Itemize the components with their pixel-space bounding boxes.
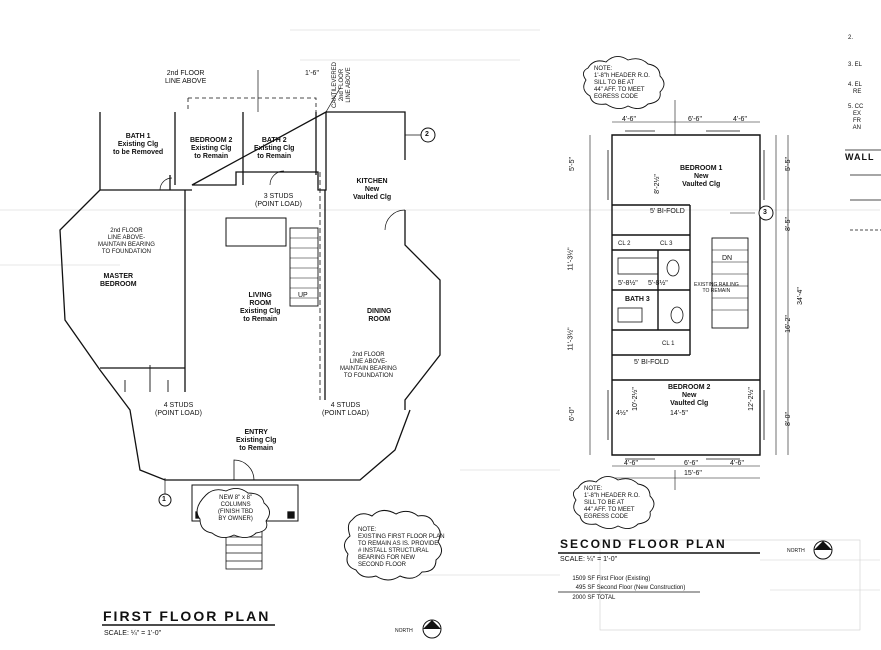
- sf-dim-right-3: 16'-2": [784, 315, 792, 333]
- sf-stair-dn: DN: [722, 255, 733, 262]
- margin-item: 4. EL RE: [848, 82, 863, 95]
- sf-dim-bot-right: 4'-6": [730, 460, 744, 467]
- sf-existing-railing: EXISTING RAILING TO REMAIN: [694, 282, 739, 294]
- ff-stair-up: UP: [298, 292, 308, 299]
- sf-dim-right-total: 34'-4": [796, 287, 804, 305]
- ff-room-living: LIVING ROOM Existing Clg to Remain: [240, 292, 281, 323]
- sf-outer-wall: [611, 134, 761, 456]
- sf-dim-bot-total: 15'-6": [684, 470, 702, 477]
- ff-column-note: NEW 8" x 8" COLUMNS (FINISH TBD BY OWNER…: [218, 495, 254, 522]
- ff-callout-2: 2: [425, 131, 429, 138]
- ff-room-dining: DINING ROOM: [367, 308, 392, 323]
- sf-room-bedroom2: BEDROOM 2 New Vaulted Clg: [668, 384, 711, 407]
- sf-dim-8-2: 8'-2½": [653, 174, 661, 194]
- second-floor-plan: [589, 100, 789, 490]
- sf-north-arrow: [813, 540, 833, 560]
- ff-octagon-left: [59, 189, 240, 481]
- ff-stair: [289, 227, 319, 307]
- ff-room-bath2: BATH 2 Existing Clg to Remain: [254, 137, 295, 160]
- sf-room-bath3: BATH 3: [625, 296, 650, 303]
- ff-note-cloud: [344, 510, 442, 581]
- ff-room-bedroom2: BEDROOM 2 Existing Clg to Remain: [190, 137, 233, 160]
- sf-north-label: NORTH: [787, 548, 805, 554]
- sf-dim-bot-left: 4'-6": [624, 460, 638, 467]
- sf-dim-right-1: 5'-5": [784, 157, 792, 171]
- sf-summary-desc: Second Floor (New Construction): [596, 585, 686, 591]
- ff-kitchen-wall: [326, 111, 441, 410]
- ff-dim-top: 1'-6": [305, 70, 319, 77]
- sf-summary-area: 495 SF: [575, 585, 595, 591]
- sf-cl3: CL 3: [660, 241, 673, 247]
- sf-dim-left-2: 11'-3½": [567, 247, 575, 271]
- sf-room-bedroom1: BEDROOM 1 New Vaulted Clg: [680, 165, 723, 188]
- ff-studs-top: 3 STUDS (POINT LOAD): [255, 193, 302, 208]
- background-linework: [0, 29, 880, 631]
- sf-dim-bot-mid: 6'-6": [684, 460, 698, 467]
- ff-callout-1-circle: [158, 493, 172, 507]
- sf-note-bottom-cloud: [573, 476, 655, 529]
- sf-summary-row: 2000 SF TOTAL: [565, 595, 615, 601]
- ff-cantilevered-label: CANTILEVERED 2nd FLOOR LINE ABOVE: [332, 61, 352, 108]
- sf-dim-top-right: 4'-6": [733, 116, 747, 123]
- sf-dim-left-1: 5'-5": [568, 157, 576, 171]
- margin-item: 5. CC EX FR AN: [848, 104, 864, 131]
- sf-dim-12: 12'-2½": [747, 387, 755, 411]
- sf-note-top-cloud: [583, 56, 665, 109]
- ff-north-arrow: [422, 619, 442, 639]
- ff-line-above-label: 2nd FLOOR LINE ABOVE: [165, 70, 207, 85]
- ff-scale: SCALE: ¼" = 1'-0": [104, 630, 162, 637]
- sf-bifold-top: 5' BI-FOLD: [650, 208, 685, 215]
- sf-note-bottom: NOTE: 1'-8"h HEADER R.O. SILL TO BE AT 4…: [584, 486, 640, 520]
- ff-room-kitchen: KITCHEN New Vaulted Clg: [353, 178, 392, 201]
- sf-dim-left-3: 11'-3½": [567, 327, 575, 351]
- sf-dim-br2-w: 14'-5": [670, 410, 688, 417]
- ff-callout-1: 1: [162, 496, 166, 503]
- sf-note-top: NOTE: 1'-8"h HEADER R.O. SILL TO BE AT 4…: [594, 66, 650, 100]
- sf-cl2: CL 2: [618, 241, 631, 247]
- sf-bifold-bot: 5' BI-FOLD: [634, 359, 669, 366]
- sf-summary-desc: TOTAL: [596, 595, 616, 601]
- ff-studs-left: 4 STUDS (POINT LOAD): [155, 402, 202, 417]
- sf-cl1: CL 1: [662, 341, 675, 347]
- ff-callout-2-circle: [420, 127, 436, 143]
- sf-callout-3-circle: [758, 205, 774, 221]
- sf-dim-10-2: 10'-2½": [631, 387, 639, 411]
- ff-note: NOTE: EXISTING FIRST FLOOR PLAN TO REMAI…: [358, 527, 445, 568]
- ff-octagon-bottom: [240, 409, 411, 481]
- sf-scale: SCALE: ¼" = 1'-0": [560, 556, 618, 563]
- ff-room-entry: ENTRY Existing Clg to Remain: [236, 429, 277, 452]
- sf-callout-3: 3: [763, 209, 767, 216]
- ff-upper-wall: [99, 110, 327, 191]
- sf-summary-area: 2000 SF: [572, 595, 595, 601]
- margin-item: 3. EL: [848, 62, 863, 68]
- ff-title: FIRST FLOOR PLAN: [103, 608, 271, 624]
- sf-title: SECOND FLOOR PLAN: [560, 537, 727, 551]
- ff-room-bath1: BATH 1 Existing Clg to be Removed: [113, 133, 164, 156]
- sf-summary-desc: First Floor (Existing): [596, 576, 651, 582]
- ff-column-cloud: [196, 488, 270, 538]
- ff-bearing-right: 2nd FLOOR LINE ABOVE- MAINTAIN BEARING T…: [340, 352, 397, 379]
- sf-dim-br1-w: 4½": [616, 410, 629, 417]
- sf-dim-left-4: 6'-0": [568, 407, 576, 421]
- sf-stair: [711, 237, 749, 329]
- sf-summary-area: 1509 SF: [572, 576, 595, 582]
- margin-wall-heading: WALL: [845, 152, 875, 162]
- ff-room-master: MASTER BEDROOM: [100, 273, 137, 288]
- margin-item: 2.: [848, 35, 854, 41]
- sf-summary-row: 495 SF Second Floor (New Construction): [565, 585, 686, 591]
- ff-north-label: NORTH: [395, 628, 413, 634]
- sf-dim-right-2: 8'-5": [784, 217, 792, 231]
- sf-dim-top-mid: 6'-6": [688, 116, 702, 123]
- sf-dim-right-4: 8'-0": [784, 412, 792, 426]
- sf-summary-row: 1509 SF First Floor (Existing): [565, 576, 650, 582]
- ff-dashed-line-above: [187, 97, 317, 112]
- ff-bearing-left: 2nd FLOOR LINE ABOVE- MAINTAIN BEARING T…: [98, 228, 155, 255]
- sf-dim-top-left: 4'-6": [622, 116, 636, 123]
- sf-dim-5-8b: 5'-8½": [648, 280, 668, 287]
- ff-studs-right: 4 STUDS (POINT LOAD): [322, 402, 369, 417]
- sf-dim-5-8: 5'-8½": [618, 280, 638, 287]
